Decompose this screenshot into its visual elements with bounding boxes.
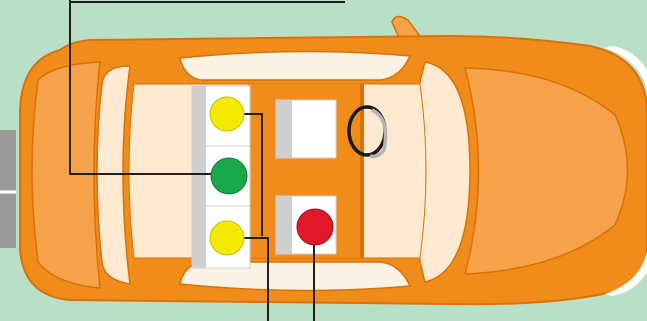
driver-seat-back	[276, 100, 292, 158]
marker-rear-right	[210, 221, 244, 255]
marker-rear-middle	[211, 158, 247, 194]
rear-seat-left-back	[192, 86, 206, 146]
marker-rear-left	[210, 97, 244, 131]
rear-seat-middle-back	[192, 146, 206, 206]
road-strip	[0, 130, 16, 248]
rear-seat-right-back	[192, 206, 206, 268]
passenger-seat-back	[276, 196, 292, 254]
side-window-top	[180, 51, 410, 80]
marker-front-passenger	[297, 209, 333, 245]
